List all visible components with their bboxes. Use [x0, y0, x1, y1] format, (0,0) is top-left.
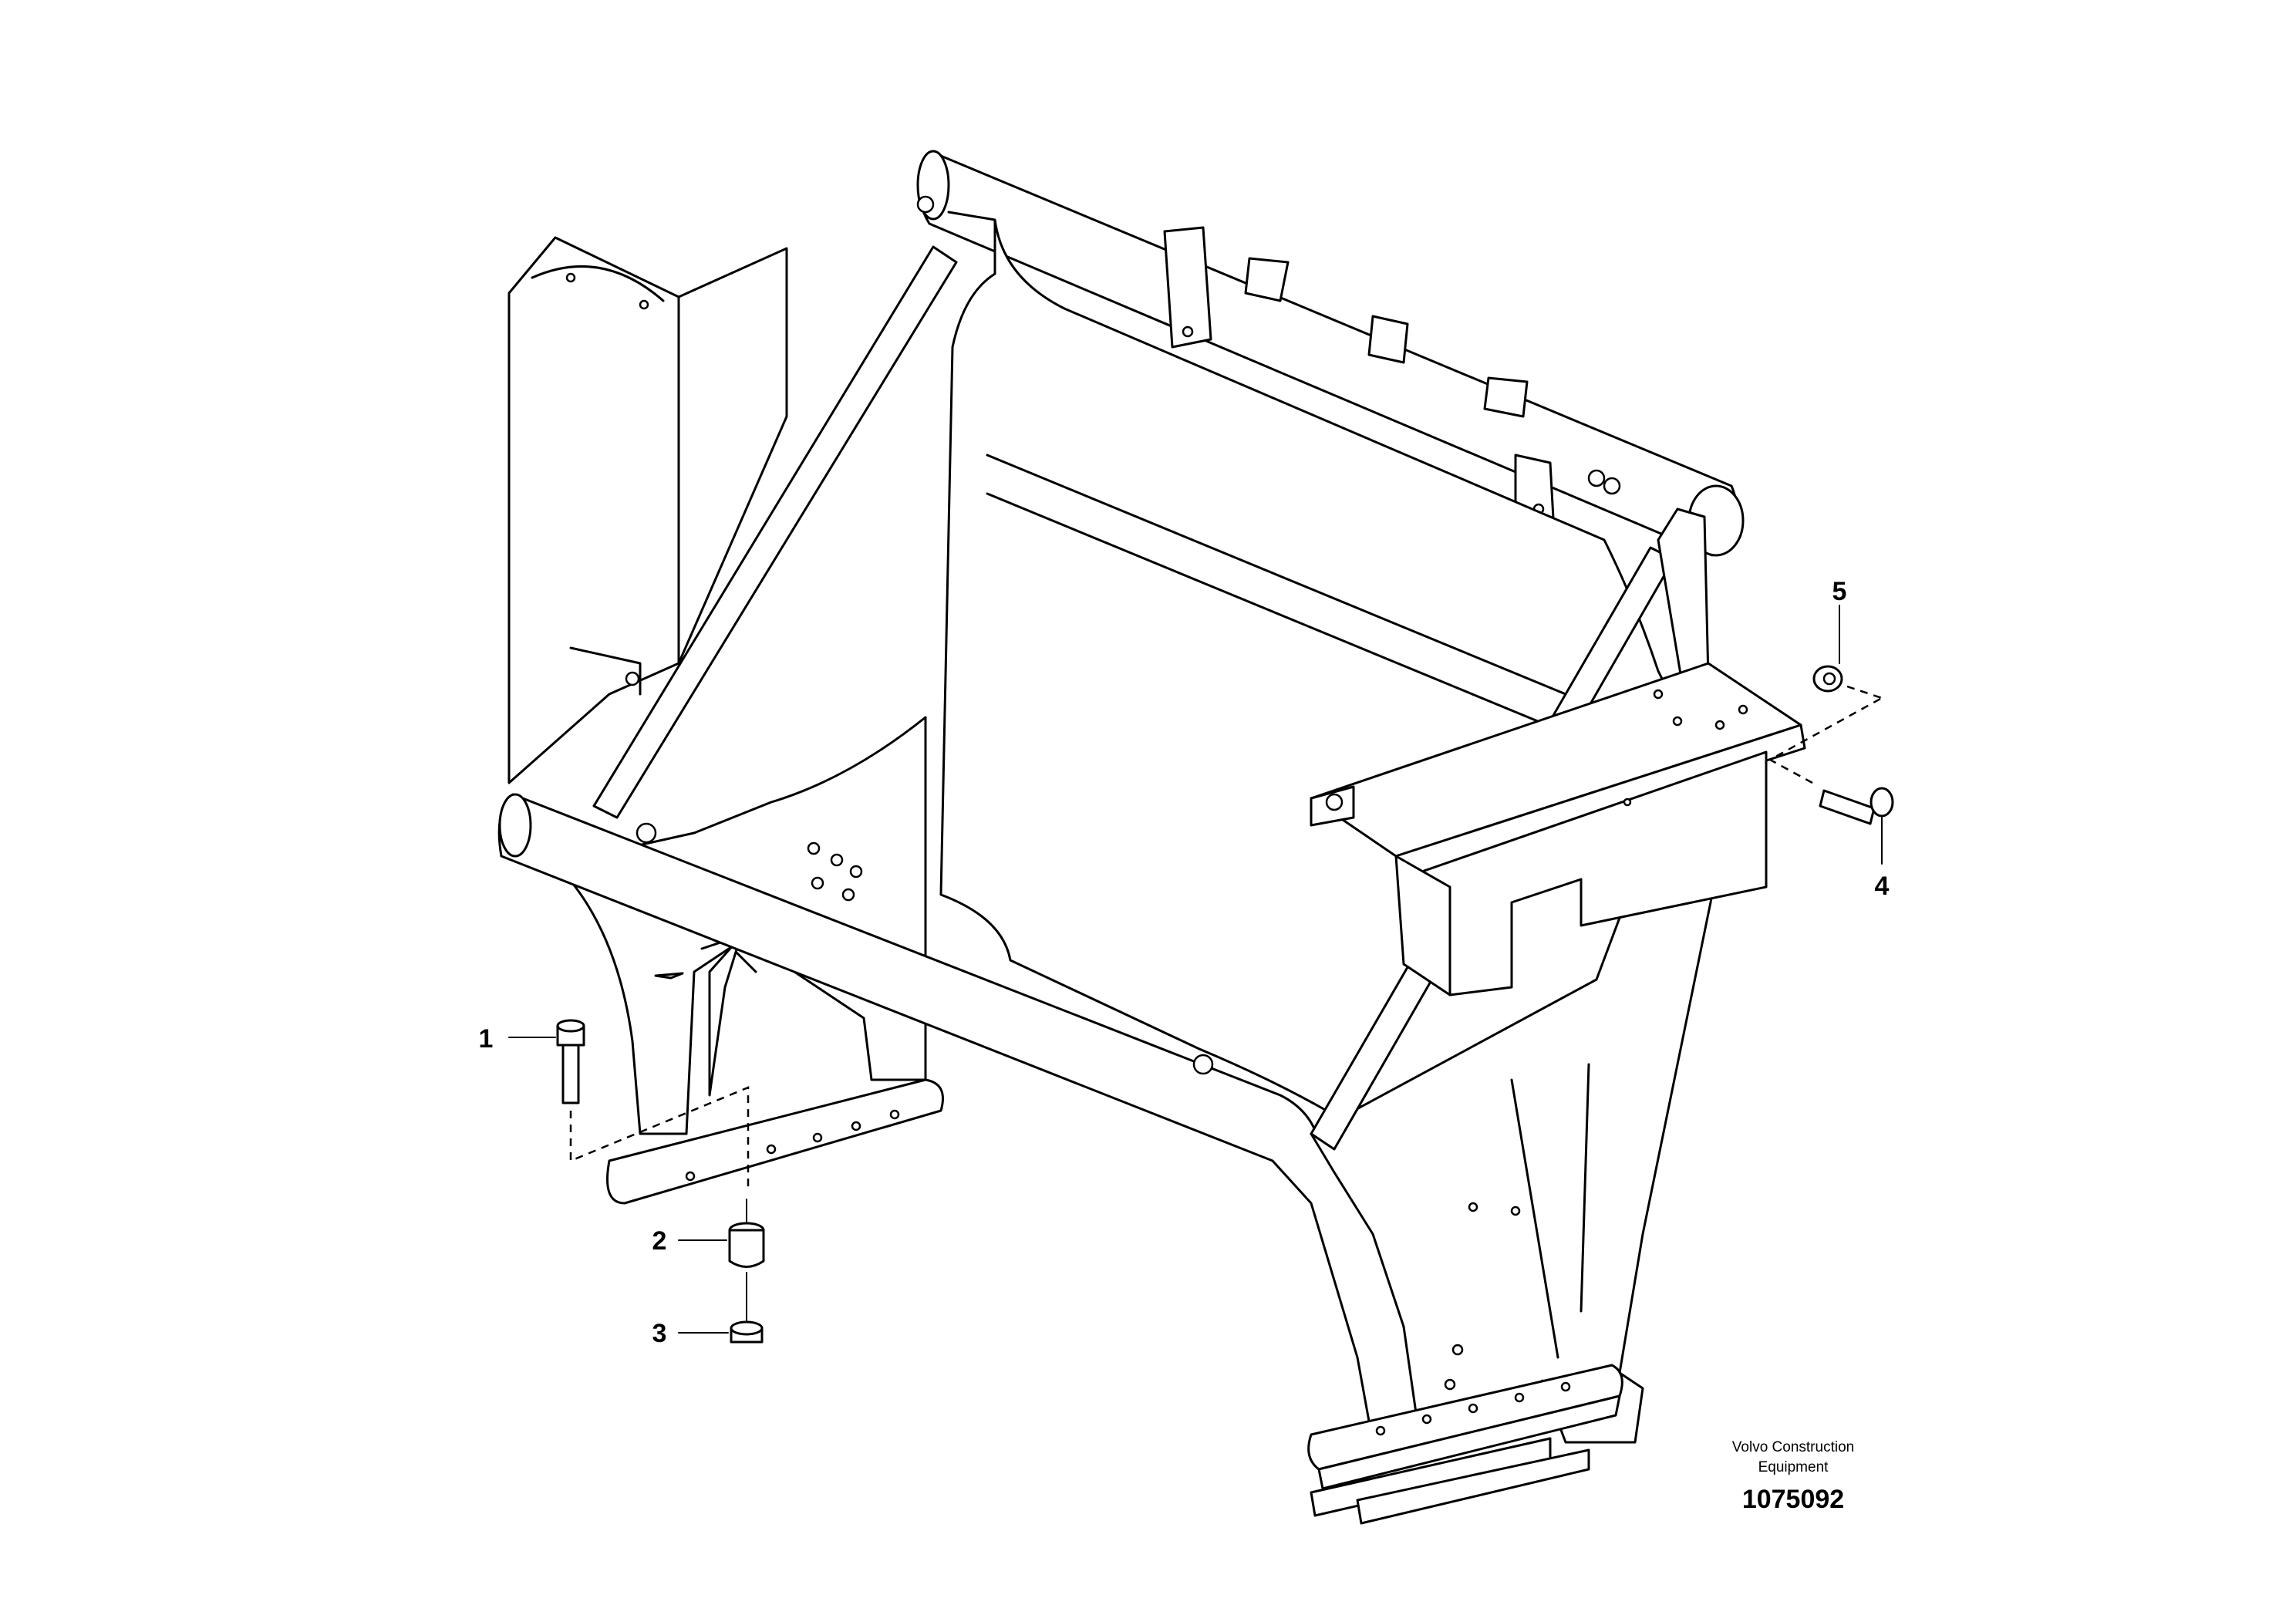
part-5-leader-dashed — [1846, 685, 1883, 700]
part-1-bolt[interactable] — [556, 1019, 585, 1104]
callout-1: 1 — [479, 1024, 494, 1054]
part-1-leader-dashed — [569, 1086, 750, 1192]
part-2-spacer[interactable] — [728, 1222, 765, 1268]
right-foot-plate — [1307, 1364, 1623, 1525]
top-brackets — [1163, 226, 1556, 534]
callout-5: 5 — [1832, 577, 1847, 606]
right-mount-bracket — [1310, 662, 1806, 996]
callout-3: 3 — [652, 1319, 667, 1348]
left-diagonal-strut — [592, 245, 958, 819]
left-foot-plate — [606, 1078, 944, 1205]
part-4-leader-dashed — [1768, 696, 1883, 784]
part-5-washer[interactable] — [1812, 665, 1843, 693]
part-3-nut[interactable] — [730, 1320, 764, 1344]
brand-line-2: Equipment — [1758, 1459, 1829, 1475]
left-side-panel — [507, 236, 788, 784]
callout-2: 2 — [652, 1226, 667, 1256]
part-4-bolt[interactable] — [1819, 787, 1894, 825]
callout-4: 4 — [1875, 872, 1890, 901]
brand-line-1: Volvo Construction — [1732, 1439, 1854, 1455]
document-number: 1075092 — [1742, 1485, 1844, 1514]
